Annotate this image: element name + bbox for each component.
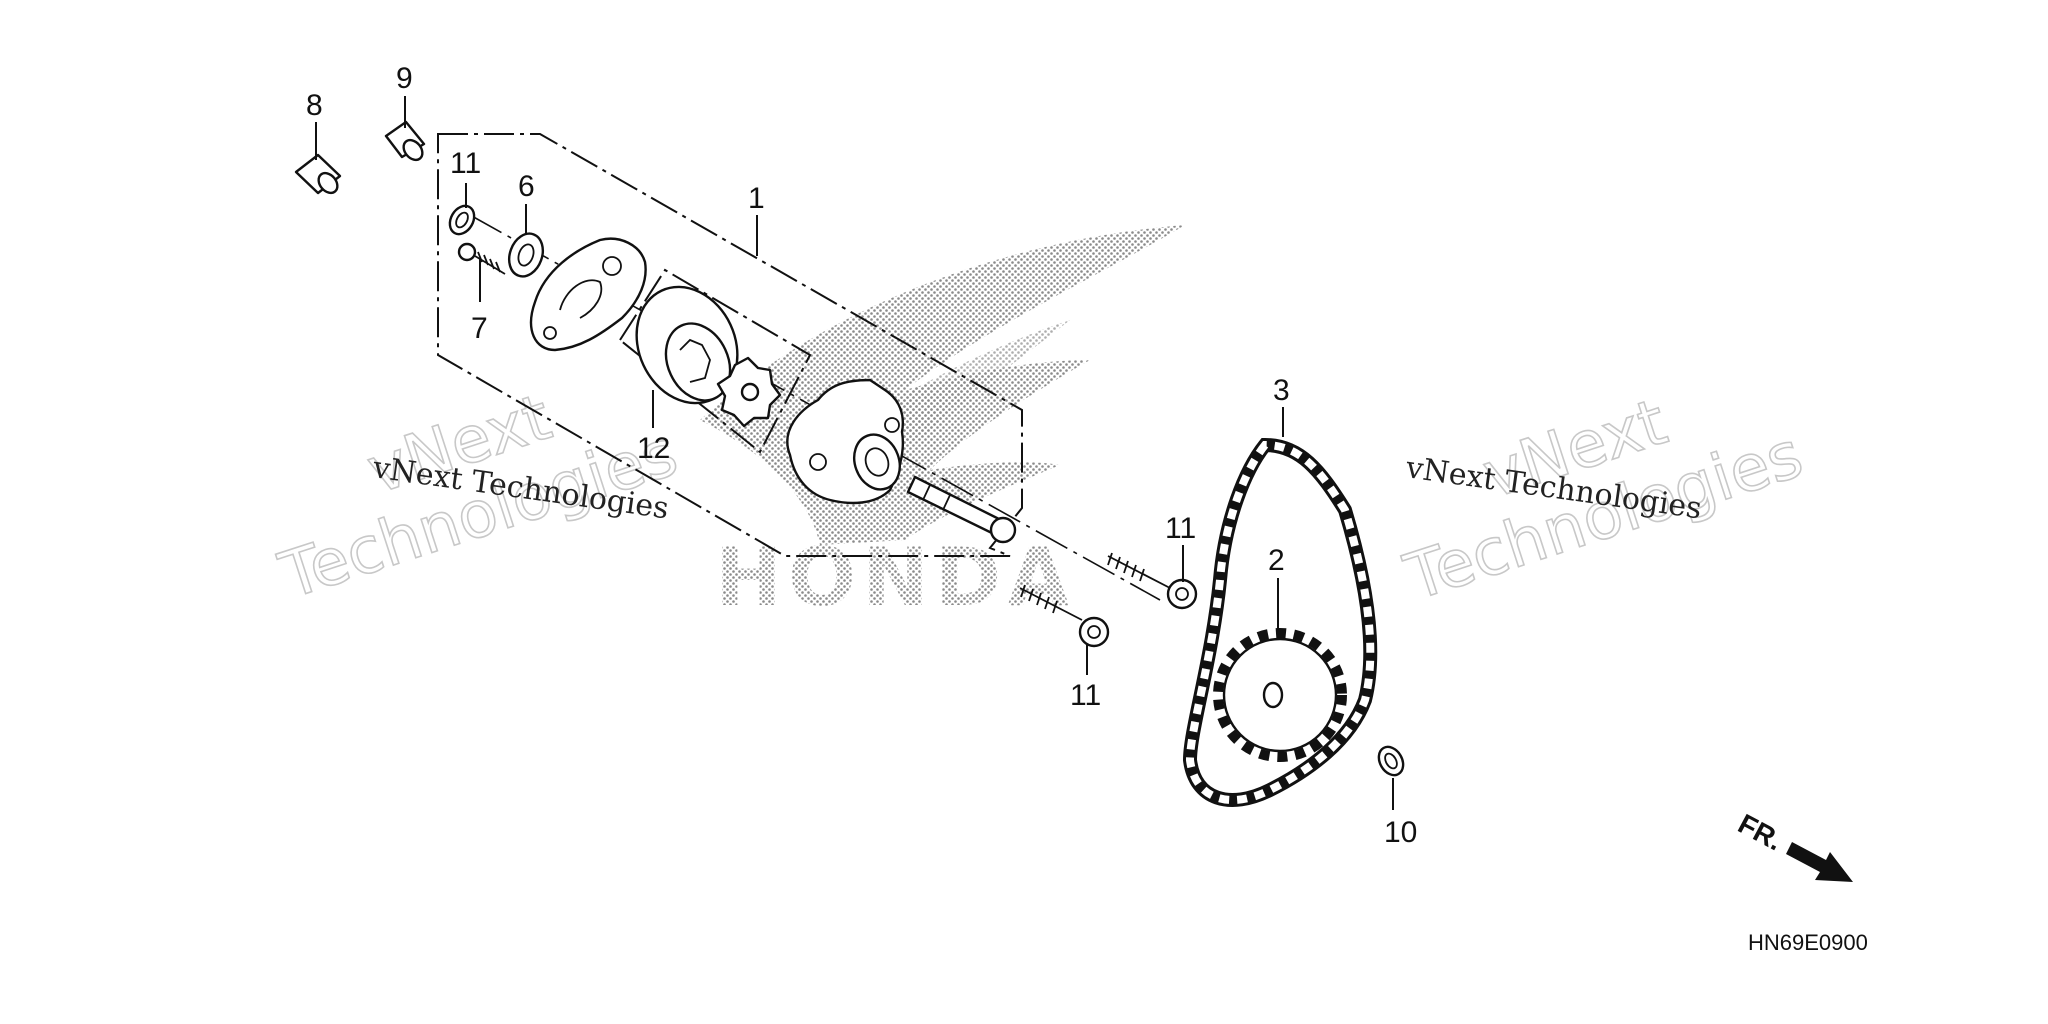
pump-body (786, 378, 904, 505)
leader-lines (315, 96, 1394, 810)
callout-3: 3 (1273, 374, 1290, 407)
assembly-boundary-1 (437, 133, 1023, 557)
callout-2: 2 (1268, 544, 1285, 577)
front-label: FR. (1733, 808, 1787, 857)
bolt-7 (457, 242, 506, 275)
honda-wing-logo: HONDA (700, 225, 1185, 624)
pump-cover-plate (529, 237, 647, 352)
collar-8-right (384, 120, 426, 162)
clip-9 (1377, 745, 1405, 777)
assembly-boundary-12 (618, 268, 812, 454)
callout-9: 10 (1384, 816, 1417, 849)
clip-10 (448, 204, 476, 236)
bolt-11-lower (1019, 584, 1110, 648)
front-direction-arrow: FR. (1733, 808, 1853, 882)
bolt-11-upper (1107, 552, 1198, 610)
callout-6: 6 (518, 170, 535, 203)
arrow-right-icon (1786, 842, 1853, 882)
callout-7: 7 (471, 312, 488, 345)
callout-12: 12 (637, 432, 670, 465)
callout-11-upper: 11 (1165, 512, 1196, 545)
outer-rotor-12 (635, 285, 739, 405)
diagram-code: HN69E0900 (1748, 930, 1868, 955)
callout-8-left: 8 (306, 89, 323, 122)
washer-6 (507, 232, 545, 278)
callout-8-right: 9 (396, 62, 413, 95)
callout-10: 11 (450, 147, 481, 180)
callout-labels: 8 9 11 6 7 1 12 3 2 11 11 10 (306, 62, 1417, 849)
callout-11-lower: 11 (1070, 679, 1101, 712)
drive-chain-3 (1182, 437, 1378, 807)
callout-1: 1 (748, 182, 765, 215)
pump-shaft (906, 475, 1017, 544)
sprocket-2 (1213, 628, 1347, 762)
honda-logo-text: HONDA (715, 531, 1075, 624)
inner-rotor-12 (716, 356, 782, 428)
collar-8-left (294, 153, 342, 195)
